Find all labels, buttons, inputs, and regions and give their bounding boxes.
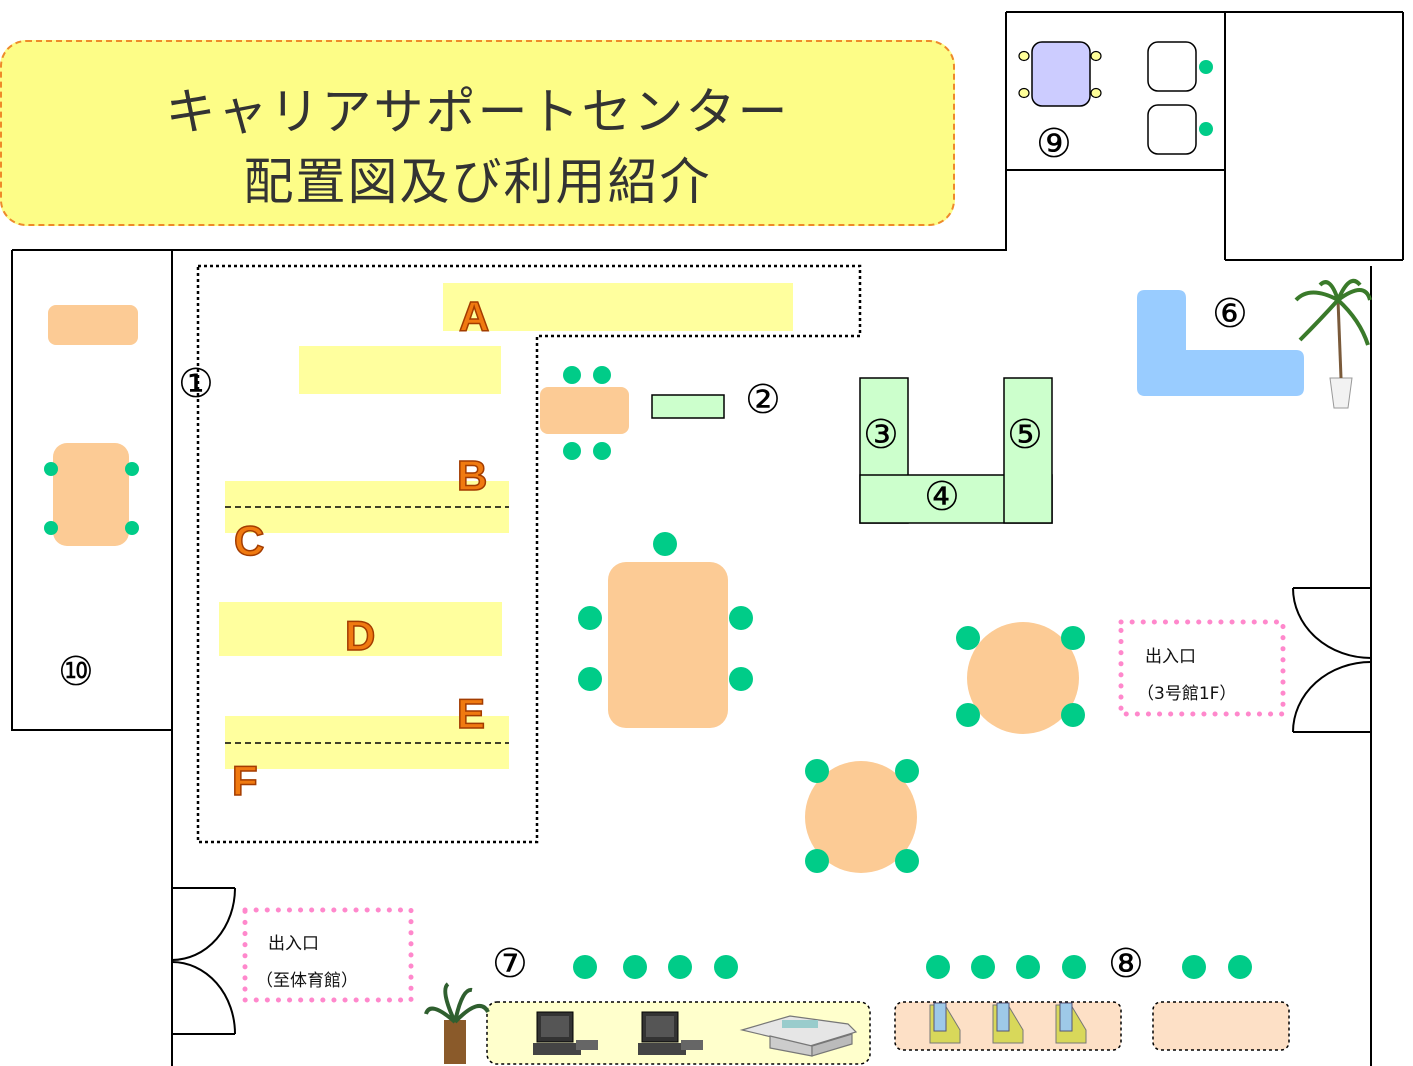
area-number-1: ① — [178, 361, 214, 407]
entrance-left-sublabel: （至体育館） — [256, 971, 358, 991]
title-banner — [0, 40, 955, 226]
counters-3-4-5 — [859, 377, 1053, 524]
area-number-7: ⑦ — [492, 941, 528, 987]
shelf-label-c: C — [233, 517, 265, 564]
shelf-label-b: B — [456, 452, 488, 499]
shelf-label-d: D — [344, 612, 376, 659]
area-number-4: ④ — [924, 474, 960, 520]
area-number-9: ⑨ — [1036, 121, 1072, 167]
area8-seats — [926, 955, 1252, 979]
file-box-icon — [1055, 1002, 1087, 1044]
shelf-a — [443, 283, 793, 331]
room10-table — [53, 443, 129, 546]
area-number-6: ⑥ — [1212, 291, 1248, 337]
center-table — [608, 562, 728, 728]
room9-booth-2 — [1147, 104, 1197, 155]
plant-icon — [1294, 279, 1372, 409]
area6-desk — [1137, 290, 1304, 396]
computer-icon[interactable] — [533, 1011, 598, 1055]
center-table-seats — [578, 532, 753, 691]
area-number-5: ⑤ — [1007, 412, 1043, 458]
page-title: キャリアサポートセンター — [165, 83, 790, 141]
file-box-icon — [992, 1002, 1024, 1044]
area-number-2: ② — [745, 377, 781, 423]
round-table-lower-seats — [805, 759, 919, 873]
round-table-right-seats — [956, 626, 1085, 727]
shelf-d — [219, 602, 502, 656]
entrance-right-box — [1118, 619, 1286, 717]
room9-table — [1031, 41, 1091, 107]
printer-icon[interactable] — [739, 1015, 858, 1057]
room10-seats — [44, 462, 139, 535]
shelf-label-e: E — [456, 690, 486, 737]
area7-seats — [573, 955, 738, 979]
shelf-area-outline — [196, 264, 862, 844]
entrance-right-sublabel: （3号館1F） — [1137, 684, 1237, 704]
shelf-label-a: A — [458, 293, 490, 340]
area-number-10: ⑩ — [58, 649, 94, 695]
round-table-right — [967, 622, 1079, 734]
shelf-label-f: F — [231, 757, 258, 804]
plant-icon — [424, 982, 490, 1064]
file-box-icon — [929, 1002, 961, 1044]
area2-counter — [651, 394, 725, 419]
page-subtitle: 配置図及び利用紹介 — [243, 153, 712, 211]
entrance-left-label: 出入口 — [268, 934, 319, 954]
entrance-right-label: 出入口 — [1145, 647, 1196, 667]
walls — [11, 11, 1404, 1066]
room10-small-table — [48, 305, 138, 345]
room9-chairs — [1018, 50, 1102, 99]
entrance-left-box — [242, 907, 414, 1003]
room9-booth-1 — [1147, 41, 1197, 92]
right-door[interactable] — [1292, 587, 1372, 733]
shelf-a-lower — [299, 346, 501, 394]
bookshelves — [219, 283, 793, 769]
left-door[interactable] — [171, 887, 236, 1035]
area-number-3: ③ — [863, 412, 899, 458]
area8-counter-2 — [1152, 1001, 1290, 1051]
computer-icon[interactable] — [638, 1011, 703, 1055]
area2-table — [540, 387, 629, 434]
area2-seats — [563, 366, 611, 460]
round-table-lower — [805, 761, 917, 873]
area-number-8: ⑧ — [1108, 941, 1144, 987]
